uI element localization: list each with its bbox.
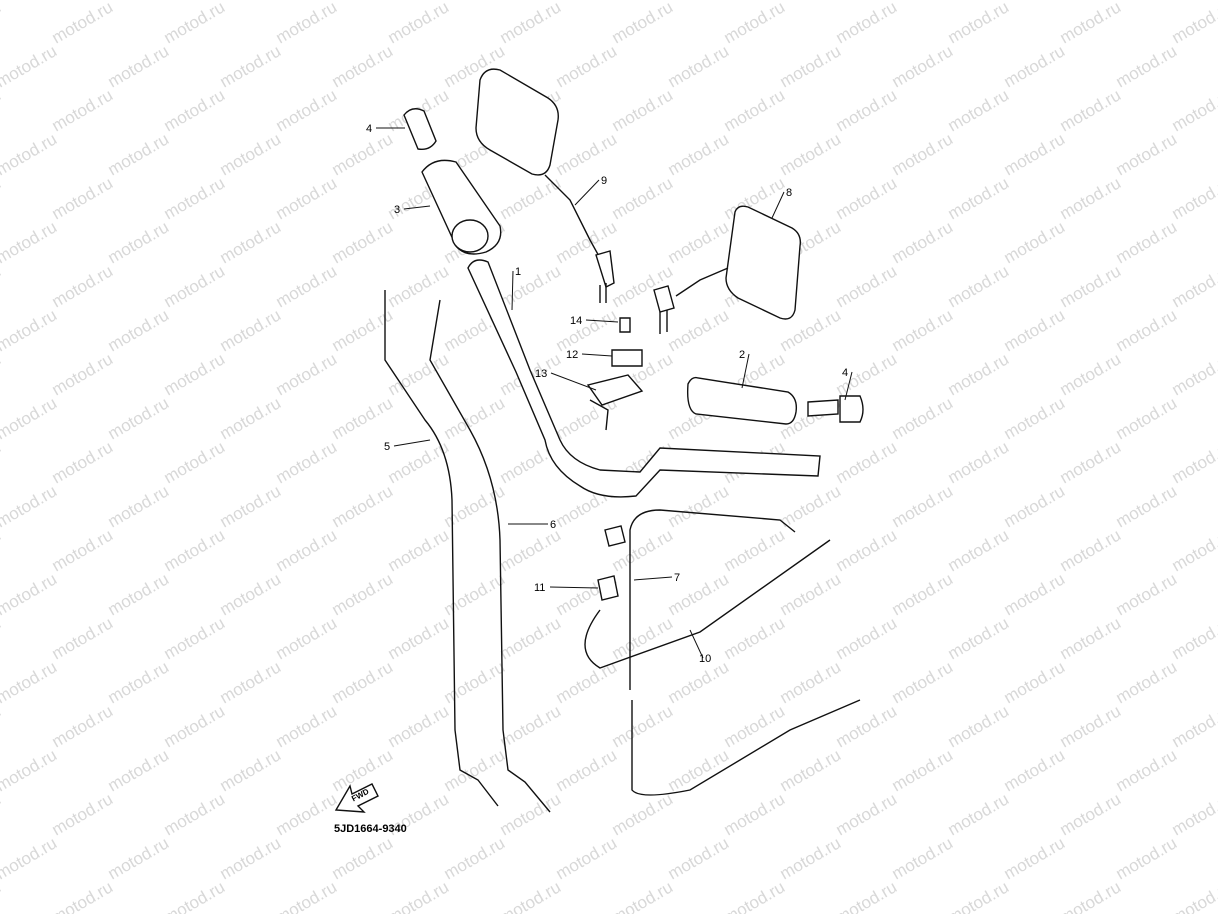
fwd-arrow: FWD (334, 783, 379, 813)
diagram-code: 5JD1664-9340 (334, 823, 407, 835)
grip-end-left (403, 108, 437, 151)
leader-line (549, 586, 599, 589)
leader-line (689, 629, 704, 659)
cable-6 (429, 299, 551, 813)
callout-4a: 4 (366, 123, 372, 135)
choke-lever (597, 525, 626, 601)
callout-14: 14 (570, 315, 582, 327)
cable-10 (584, 539, 831, 669)
callout-12: 12 (566, 349, 578, 361)
leader-line (633, 576, 673, 581)
holder-upper (611, 349, 643, 367)
mirror-right (653, 205, 802, 334)
mirror-left (475, 68, 615, 303)
leader-line (741, 353, 750, 389)
grip-right (686, 376, 798, 425)
callout-3: 3 (394, 204, 400, 216)
cable-5 (384, 290, 499, 807)
handlebar (467, 259, 821, 498)
leader-line (844, 371, 853, 401)
leader-line (511, 270, 514, 311)
cable-7 (629, 509, 861, 796)
callout-6: 6 (550, 519, 556, 531)
callout-13: 13 (535, 368, 547, 380)
grip-end-right (807, 395, 864, 423)
bolt (619, 317, 631, 333)
callout-9: 9 (601, 175, 607, 187)
leader-line (403, 205, 431, 210)
callout-4b: 4 (842, 367, 848, 379)
holder-lower (586, 374, 644, 431)
leader-line (550, 372, 597, 391)
leader-line (574, 179, 600, 206)
callout-11: 11 (534, 582, 545, 594)
callout-8: 8 (786, 187, 792, 199)
leader-line (393, 439, 431, 447)
leader-line (771, 191, 785, 219)
callout-10: 10 (699, 653, 711, 665)
callout-5: 5 (384, 441, 390, 453)
leader-line (581, 353, 613, 357)
callout-1: 1 (515, 266, 521, 278)
callout-7: 7 (674, 572, 680, 584)
leader-line (585, 319, 619, 323)
callout-2: 2 (739, 349, 745, 361)
